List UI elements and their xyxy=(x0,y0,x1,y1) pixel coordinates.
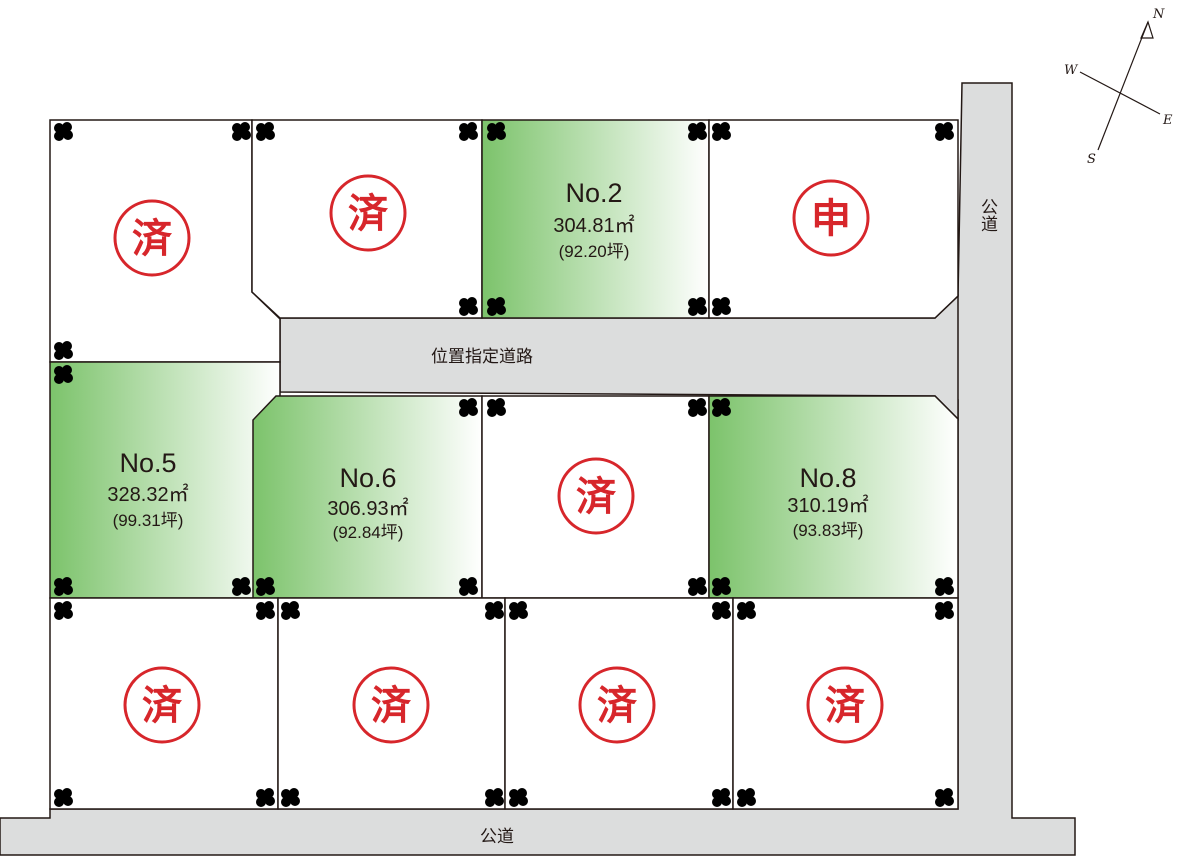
tree-icon xyxy=(54,365,73,384)
tree-icon xyxy=(712,398,731,417)
designated-road-label: 位置指定道路 xyxy=(431,347,533,367)
tree-icon xyxy=(485,601,504,620)
tree-icon xyxy=(737,788,756,807)
tree-icon xyxy=(256,577,275,596)
stamp-char: 済 xyxy=(348,191,389,237)
compass-w: W xyxy=(1064,63,1079,78)
stamp-char: 済 xyxy=(576,474,617,520)
tree-icon xyxy=(509,788,528,807)
tree-icon xyxy=(256,601,275,620)
compass-s: S xyxy=(1087,152,1096,167)
stamp-char: 済 xyxy=(597,683,638,729)
tree-icon xyxy=(935,577,954,596)
stamp-top-1: 済 xyxy=(113,199,191,277)
stamp-char: 済 xyxy=(371,683,412,729)
lot-tsubo: (99.31坪) xyxy=(113,511,184,530)
lot-tsubo: (92.20坪) xyxy=(559,242,630,261)
public-road-south-label: 公道 xyxy=(480,827,514,847)
label-no-5: No.5 328.32㎡ (99.31坪) xyxy=(107,448,188,530)
stamp-bot-1: 済 xyxy=(123,666,201,744)
tree-icon xyxy=(256,788,275,807)
label-no-8: No.8 310.19㎡ (93.83坪) xyxy=(787,463,868,540)
compass-north-arrow-icon xyxy=(1140,20,1154,39)
tree-icon xyxy=(509,601,528,620)
tree-icon xyxy=(712,788,731,807)
stamp-char: 申 xyxy=(811,196,851,242)
stamp-bot-4: 済 xyxy=(806,666,884,744)
tree-icon xyxy=(459,122,478,141)
compass-e: E xyxy=(1162,113,1173,128)
tree-icon xyxy=(712,577,731,596)
tree-icon xyxy=(232,577,251,596)
stamp-bot-2: 済 xyxy=(352,666,430,744)
public-road-east-label: 公道 xyxy=(977,198,998,232)
tree-icon xyxy=(485,788,504,807)
compass-ns-axis xyxy=(1097,21,1149,151)
stamp-mid-7: 済 xyxy=(557,457,635,535)
stamp-char: 済 xyxy=(142,683,183,729)
tree-icon xyxy=(688,577,707,596)
lot-area: 310.19㎡ xyxy=(787,493,868,517)
tree-icon xyxy=(487,398,506,417)
stamp-top-4: 申 xyxy=(792,179,870,257)
tree-icon xyxy=(688,122,707,141)
lot-no-6 xyxy=(252,395,483,599)
tree-icon xyxy=(54,601,73,620)
label-no-6: No.6 306.93㎡ (92.84坪) xyxy=(327,463,408,542)
tree-icon xyxy=(688,398,707,417)
tree-icon xyxy=(487,122,506,141)
lot-area: 304.81㎡ xyxy=(553,213,634,237)
lot-no-2 xyxy=(481,119,710,319)
lot-number: No.6 xyxy=(339,463,396,493)
lot-tsubo: (93.83坪) xyxy=(793,521,864,540)
tree-icon xyxy=(256,122,275,141)
tree-icon xyxy=(54,122,73,141)
tree-icon xyxy=(459,577,478,596)
tree-icon xyxy=(54,577,73,596)
tree-icon xyxy=(712,297,731,316)
tree-icon xyxy=(281,788,300,807)
lot-number: No.5 xyxy=(119,448,176,478)
tree-icon xyxy=(54,341,73,360)
compass: N E S W xyxy=(1064,7,1173,167)
compass-ew-axis xyxy=(1079,71,1161,115)
stamp-top-2: 済 xyxy=(329,174,407,252)
tree-icon xyxy=(935,122,954,141)
tree-icon xyxy=(935,788,954,807)
tree-icon xyxy=(54,788,73,807)
tree-icon xyxy=(688,297,707,316)
tree-icon xyxy=(459,297,478,316)
tree-icon xyxy=(281,601,300,620)
tree-icon xyxy=(712,122,731,141)
stamp-char: 済 xyxy=(825,683,866,729)
label-no-2: No.2 304.81㎡ (92.20坪) xyxy=(553,178,634,261)
lot-area: 306.93㎡ xyxy=(327,496,408,520)
tree-icon xyxy=(712,601,731,620)
lot-tsubo: (92.84坪) xyxy=(333,523,404,542)
compass-n: N xyxy=(1152,7,1165,22)
tree-icon xyxy=(737,601,756,620)
lot-number: No.8 xyxy=(799,463,856,493)
tree-icon xyxy=(232,122,251,141)
tree-icon xyxy=(935,601,954,620)
tree-icon xyxy=(459,398,478,417)
tree-icon xyxy=(487,297,506,316)
stamp-char: 済 xyxy=(132,216,173,262)
lot-area: 328.32㎡ xyxy=(107,482,188,506)
stamp-bot-3: 済 xyxy=(578,666,656,744)
lot-no-8 xyxy=(708,395,959,599)
lot-number: No.2 xyxy=(565,178,622,208)
lot-no-5 xyxy=(49,361,281,599)
